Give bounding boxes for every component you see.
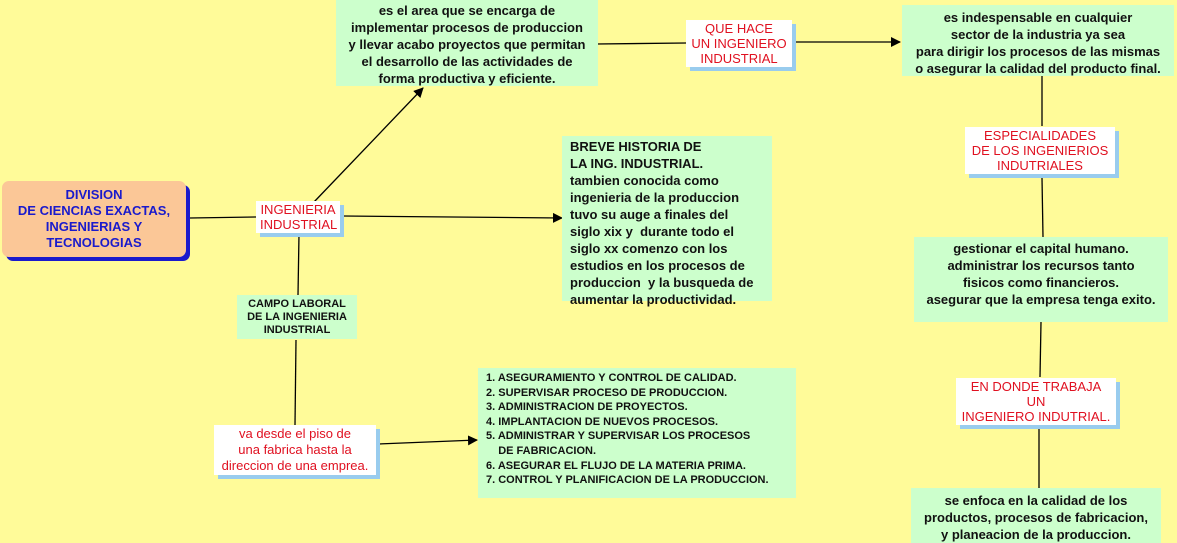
que-hace-label: QUE HACE UN INGENIERO INDUSTRIAL bbox=[686, 20, 792, 67]
historia-line: tambien conocida como bbox=[570, 173, 719, 188]
campo-desc-line: va desde el piso de bbox=[238, 426, 352, 441]
definition-line: y llevar acabo proyectos que permitan bbox=[348, 37, 586, 52]
especialidades-line: administrar los recursos tanto bbox=[947, 258, 1135, 273]
definition-note: es el area que se encarga de implementar… bbox=[336, 0, 598, 86]
donde-label-line: EN DONDE TRABAJA bbox=[970, 379, 1102, 394]
campo-list-item: 2. SUPERVISAR PROCESO DE PRODUCCION. bbox=[486, 386, 728, 399]
historia-line: aumentar la productividad. bbox=[570, 292, 737, 307]
campo-laboral-note: CAMPO LABORAL DE LA INGENIERIA INDUSTRIA… bbox=[237, 295, 357, 339]
que-hace-label-line: INDUSTRIAL bbox=[700, 51, 778, 66]
center-line: INDUSTRIAL bbox=[260, 217, 338, 232]
campo-descripcion-label: va desde el piso de una fabrica hasta la… bbox=[214, 425, 376, 475]
que-hace-line: o asegurar la calidad del producto final… bbox=[915, 61, 1161, 76]
campo-laboral-list: 1. ASEGURAMIENTO Y CONTROL DE CALIDAD. 2… bbox=[478, 368, 796, 498]
root-node-division: DIVISION DE CIENCIAS EXACTAS, INGENIERIA… bbox=[2, 181, 186, 257]
campo-desc-line: una fabrica hasta la bbox=[238, 442, 352, 457]
historia-line: produccion y la busqueda de bbox=[570, 275, 754, 290]
definition-line: el desarrollo de las actividades de bbox=[361, 54, 573, 69]
center-node-ingenieria-industrial: INGENIERIA INDUSTRIAL bbox=[256, 201, 340, 233]
campo-list-item: 6. ASEGURAR EL FLUJO DE LA MATERIA PRIMA… bbox=[486, 459, 746, 472]
historia-line: BREVE HISTORIA DE bbox=[570, 139, 702, 154]
donde-label-line: UN bbox=[1026, 394, 1046, 409]
historia-line: siglo xx comenzo con los bbox=[570, 241, 728, 256]
root-line: DIVISION bbox=[65, 187, 123, 202]
que-hace-note: es indespensable en cualquier sector de … bbox=[902, 5, 1174, 76]
campo-label-line: INDUSTRIAL bbox=[263, 324, 331, 336]
root-line: DE CIENCIAS EXACTAS, bbox=[17, 203, 171, 218]
que-hace-line: es indespensable en cualquier bbox=[943, 10, 1133, 25]
definition-line: es el area que se encarga de bbox=[378, 3, 556, 18]
root-line: TECNOLOGIAS bbox=[46, 235, 142, 250]
que-hace-label-line: QUE HACE bbox=[705, 21, 773, 36]
campo-list-item: 4. IMPLANTACION DE NUEVOS PROCESOS. bbox=[486, 415, 719, 428]
especialidades-label-line: ESPECIALIDADES bbox=[984, 128, 1096, 143]
campo-list-item: DE FABRICACION. bbox=[486, 444, 597, 457]
especialidades-line: asegurar que la empresa tenga exito. bbox=[926, 292, 1156, 307]
que-hace-line: sector de la industria ya sea bbox=[950, 27, 1126, 42]
especialidades-note: gestionar el capital humano. administrar… bbox=[914, 237, 1168, 322]
root-line: INGENIERIAS Y bbox=[45, 219, 143, 234]
definition-line: forma productiva y eficiente. bbox=[378, 71, 556, 86]
donde-line: y planeacion de la produccion. bbox=[941, 527, 1131, 542]
historia-line: tuvo su auge a finales del bbox=[570, 207, 729, 222]
campo-label-line: DE LA INGENIERIA bbox=[247, 311, 347, 323]
donde-line: productos, procesos de fabricacion, bbox=[924, 510, 1148, 525]
donde-label-line: INGENIERO INDUTRIAL. bbox=[961, 409, 1111, 424]
donde-line: se enfoca en la calidad de los bbox=[944, 493, 1128, 508]
especialidades-label-line: DE LOS INGENIERIOS bbox=[971, 143, 1109, 158]
especialidades-label: ESPECIALIDADES DE LOS INGENIERIOS INDUTR… bbox=[965, 127, 1115, 174]
historia-line: siglo xix y durante todo el bbox=[570, 224, 734, 239]
campo-label-line: CAMPO LABORAL bbox=[248, 298, 346, 310]
campo-list-item: 7. CONTROL Y PLANIFICACION DE LA PRODUCC… bbox=[486, 474, 769, 487]
historia-line: ingenieria de la produccion bbox=[570, 190, 740, 205]
que-hace-label-line: UN INGENIERO bbox=[691, 36, 787, 51]
donde-trabaja-label: EN DONDE TRABAJA UN INGENIERO INDUTRIAL. bbox=[956, 378, 1116, 425]
campo-desc-line: direccion de una emprea. bbox=[221, 458, 369, 473]
center-line: INGENIERIA bbox=[260, 202, 336, 217]
especialidades-line: fisicos como financieros. bbox=[962, 275, 1120, 290]
historia-note: BREVE HISTORIA DE LA ING. INDUSTRIAL. ta… bbox=[562, 136, 772, 307]
campo-list-item: 3. ADMINISTRACION DE PROYECTOS. bbox=[486, 401, 688, 414]
especialidades-line: gestionar el capital humano. bbox=[953, 241, 1129, 256]
campo-list-item: 1. ASEGURAMIENTO Y CONTROL DE CALIDAD. bbox=[486, 372, 737, 384]
especialidades-label-line: INDUTRIALES bbox=[997, 158, 1083, 173]
historia-line: estudios en los procesos de bbox=[570, 258, 745, 273]
definition-line: implementar procesos de produccion bbox=[351, 20, 583, 35]
campo-list-item: 5. ADMINISTRAR Y SUPERVISAR LOS PROCESOS bbox=[486, 430, 751, 443]
historia-line: LA ING. INDUSTRIAL. bbox=[570, 156, 704, 171]
donde-trabaja-note: se enfoca en la calidad de los productos… bbox=[911, 488, 1161, 543]
que-hace-line: para dirigir los procesos de las mismas bbox=[915, 44, 1161, 59]
